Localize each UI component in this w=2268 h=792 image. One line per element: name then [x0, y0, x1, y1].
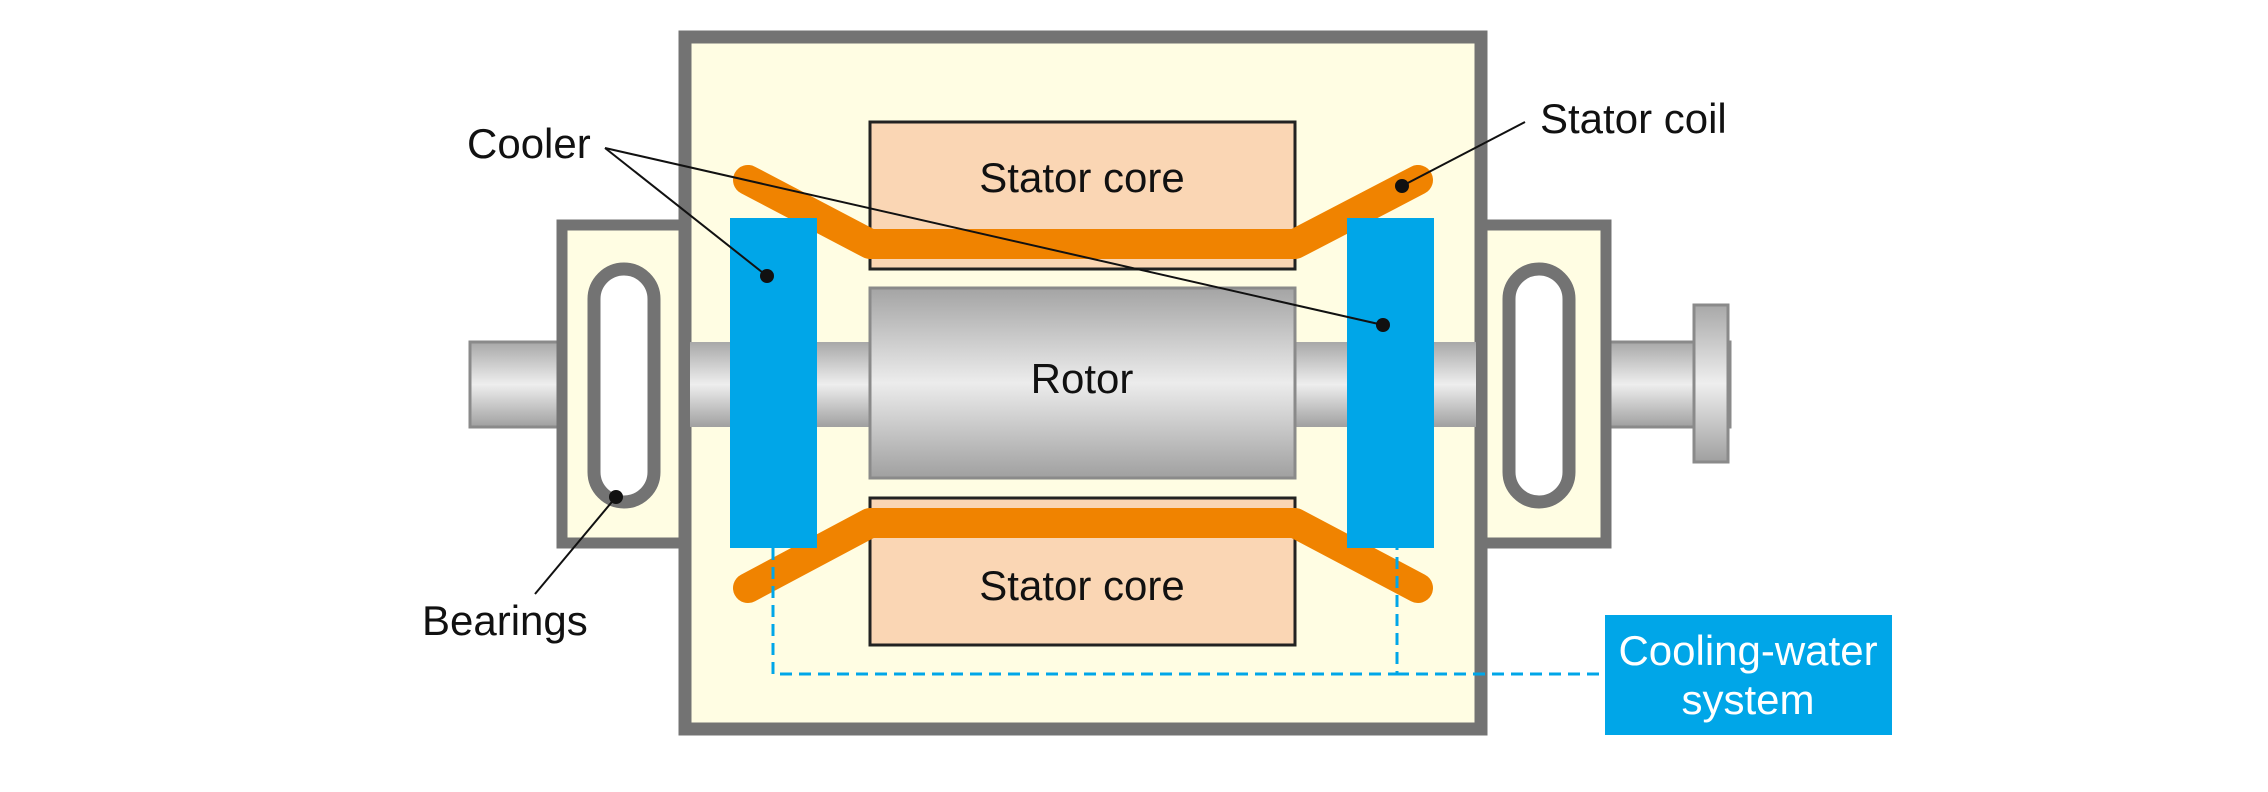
cooling-water-system-box: [1605, 615, 1892, 735]
cooler-right: [1347, 218, 1434, 548]
stator-coil-top: [733, 165, 1433, 259]
cooler-left-pointer-dot: [760, 269, 774, 283]
leader-lines: [534, 121, 1526, 595]
cooler-right-pointer-dot: [1376, 318, 1390, 332]
cooler-left: [730, 218, 817, 548]
shaft-coupling-flange: [1692, 303, 1730, 464]
rotor-label: Rotor: [1031, 355, 1134, 402]
rotor: [868, 286, 1297, 480]
stator-coil-bottom: [733, 508, 1433, 603]
bearings-label: Bearings: [422, 597, 588, 644]
bearing-pointer-dot: [609, 490, 623, 504]
right-bearing: [1502, 262, 1576, 509]
cooling-water-line: [771, 548, 1399, 676]
cooling-water-system-label-line1: Cooling-water: [1618, 627, 1877, 674]
stator-coil-pointer-dot: [1395, 179, 1409, 193]
stator-coil-label: Stator coil: [1540, 95, 1727, 142]
stator-core-top-label: Stator core: [979, 154, 1184, 201]
stator-core-bottom-label: Stator core: [979, 562, 1184, 609]
cooler-label: Cooler: [467, 120, 591, 167]
cooling-water-system-label-line2: system: [1681, 676, 1814, 723]
left-bearing: [587, 262, 661, 509]
